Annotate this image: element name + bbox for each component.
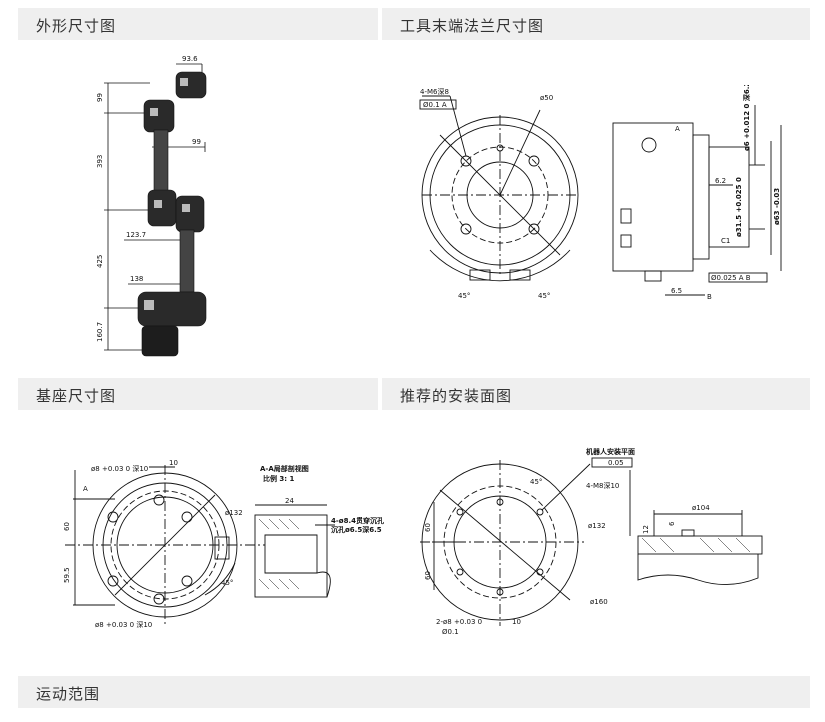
section-header-tool-flange: 工具末端法兰尺寸图: [382, 8, 810, 40]
mount-dim-104: ø104: [692, 504, 710, 512]
base-dim-132: ø132: [225, 509, 243, 517]
base-dim-10: 10: [169, 459, 178, 467]
flange-dim-6-2: 6.2: [715, 177, 726, 185]
mount-dim-160: ø160: [590, 598, 608, 606]
flange-dim-holes: 4-M6深8: [420, 87, 449, 96]
outline-dim-160-7: 160.7: [96, 322, 104, 342]
flange-dim-31-5: ø31.5 +0.025 0: [735, 177, 743, 237]
section-title-base: 基座尺寸图: [36, 387, 117, 405]
section-title-tool-flange: 工具末端法兰尺寸图: [400, 17, 545, 35]
mount-dim-60b: 60: [424, 571, 432, 580]
mount-holes: 4-M8深10: [586, 481, 619, 490]
mount-dim-6: 6: [668, 521, 676, 526]
base-section-title: A-A局部剖视图: [260, 464, 309, 473]
base-dim-60: 60: [63, 522, 71, 531]
outline-drawing: 93.6 99 393 99 123.7 425 138 160.7: [96, 55, 207, 357]
outline-dim-123-7: 123.7: [126, 231, 146, 239]
base-arrow-a: A: [83, 485, 88, 493]
outline-dim-93-6: 93.6: [182, 55, 198, 63]
section-header-mounting: 推荐的安装面图: [382, 378, 810, 410]
section-header-base: 基座尺寸图: [18, 378, 378, 410]
mount-flatness: 0.05: [608, 459, 624, 467]
mount-position: Ø0.1: [442, 628, 459, 636]
base-dim-top-holes: ø8 +0.03 0 深10: [91, 464, 148, 473]
mounting-drawing: 机器人安装平面 0.05 45° 4-M8深10 ø132 60 60 ø160…: [420, 447, 763, 636]
flange-side-view: ø6 +0.012 0 深6.2 6.2 ø31.5 +0.025 0 ø63 …: [612, 85, 782, 301]
section-header-outline: 外形尺寸图: [18, 8, 378, 40]
outline-dim-99: 99: [192, 138, 201, 146]
section-title-outline: 外形尺寸图: [36, 17, 117, 35]
base-cb-note2: 沉孔ø6.5深6.5: [331, 525, 382, 534]
flange-dim-tol2: Ø0.025 A B: [711, 274, 751, 282]
mount-dim-60a: 60: [424, 523, 432, 532]
outline-dim-99-top: 99: [96, 93, 104, 102]
mount-dim-10: 10: [512, 618, 521, 626]
flange-front-view: 4-M6深8 Ø0.1 A ø50 45° 45°: [419, 87, 579, 300]
flange-mark-a: A: [675, 125, 680, 133]
base-dim-24: 24: [285, 497, 294, 505]
section-title-motion: 运动范围: [36, 685, 101, 703]
base-dim-angle: 45°: [221, 579, 233, 587]
base-dim-59-5: 59.5: [63, 567, 71, 583]
flange-mark-b: B: [707, 293, 712, 301]
mount-dim-132: ø132: [588, 522, 606, 530]
base-drawing: ø8 +0.03 0 深10 10 ø132 60 59.5 45° ø8 +0…: [63, 459, 384, 629]
flange-dim-pcd: ø50: [540, 94, 553, 102]
flange-dim-tol1: Ø0.1 A: [423, 101, 447, 109]
mount-dim-12: 12: [642, 525, 650, 534]
base-section-scale: 比例 3: 1: [263, 474, 295, 483]
section-title-mounting: 推荐的安装面图: [400, 387, 513, 405]
base-dim-bot-holes: ø8 +0.03 0 深10: [95, 620, 152, 629]
flange-dim-angle2: 45°: [538, 292, 550, 300]
outline-dim-138: 138: [130, 275, 143, 283]
flange-dim-6-5: 6.5: [671, 287, 682, 295]
outline-dim-425: 425: [96, 255, 104, 268]
mount-top-note: 机器人安装平面: [586, 447, 635, 456]
mount-pins: 2-ø8 +0.03 0: [436, 618, 482, 626]
outline-dim-393: 393: [96, 155, 104, 168]
mount-angle: 45°: [530, 478, 542, 486]
base-cb-note1: 4-ø8.4贯穿沉孔: [331, 516, 384, 525]
flange-dim-c1: C1: [721, 237, 730, 245]
flange-dim-top: ø6 +0.012 0 深6.2: [742, 85, 751, 151]
flange-dim-angle1: 45°: [458, 292, 470, 300]
flange-dim-63: ø63 -0.03: [773, 188, 781, 225]
section-header-motion: 运动范围: [18, 676, 810, 708]
